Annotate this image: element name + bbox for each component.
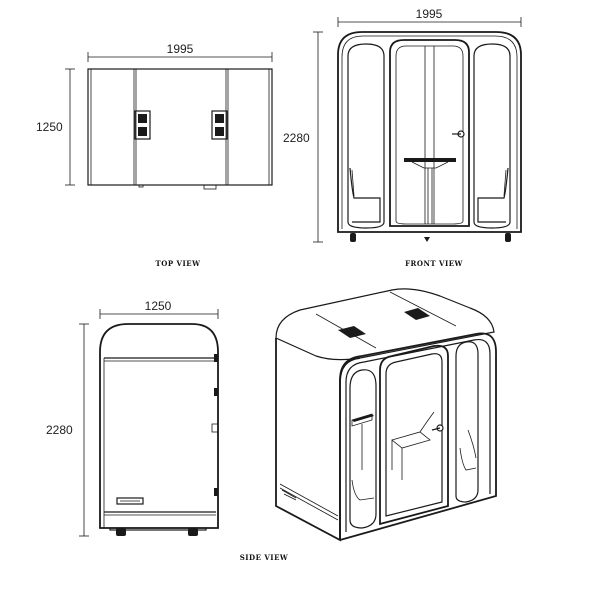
front-view-door: [389, 39, 470, 227]
side-view-vent: [116, 497, 144, 505]
isometric-roof-vent-right: [404, 308, 430, 320]
side-view-caption: SIDE VIEW: [240, 553, 289, 562]
front-view-left-window: [347, 43, 385, 229]
side-view-foot-right: [188, 528, 198, 536]
isometric-left-window: [349, 369, 377, 529]
front-view-foot-right: [505, 233, 511, 242]
side-view: 1250 2280 SIDE VIEW: [46, 299, 288, 562]
top-view-caption: TOP VIEW: [156, 259, 201, 268]
front-view-left-seat: [349, 167, 381, 223]
top-view-vent-left: [134, 110, 151, 140]
side-view-depth-label: 1250: [145, 299, 172, 313]
side-view-height-label: 2280: [46, 423, 73, 437]
front-view-body: [337, 31, 522, 233]
isometric-roof-vent-left: [338, 326, 366, 338]
isometric-roof: [275, 288, 495, 361]
isometric-door: [379, 344, 449, 526]
front-view-height-label: 2280: [283, 131, 310, 145]
top-view-outline: [87, 68, 273, 186]
front-view: 1995 2280 FRONT VIEW: [283, 7, 522, 268]
isometric-front-frame: [339, 332, 497, 541]
isometric-view: [275, 288, 497, 542]
front-view-width-label: 1995: [416, 7, 443, 21]
side-view-body: [99, 323, 219, 529]
isometric-side-wall: [275, 338, 361, 542]
front-view-right-window: [473, 43, 511, 229]
top-view-depth-label: 1250: [36, 120, 63, 134]
top-view: 1995 1250 TOP VIEW: [36, 42, 273, 268]
front-view-right-seat: [477, 167, 509, 223]
front-view-caption: FRONT VIEW: [405, 259, 463, 268]
top-view-vent-right: [211, 110, 228, 140]
front-view-table: [404, 158, 456, 162]
side-view-foot-left: [116, 528, 126, 536]
isometric-right-window: [455, 341, 479, 503]
front-view-foot-left: [350, 233, 356, 242]
top-view-width-label: 1995: [167, 42, 194, 56]
